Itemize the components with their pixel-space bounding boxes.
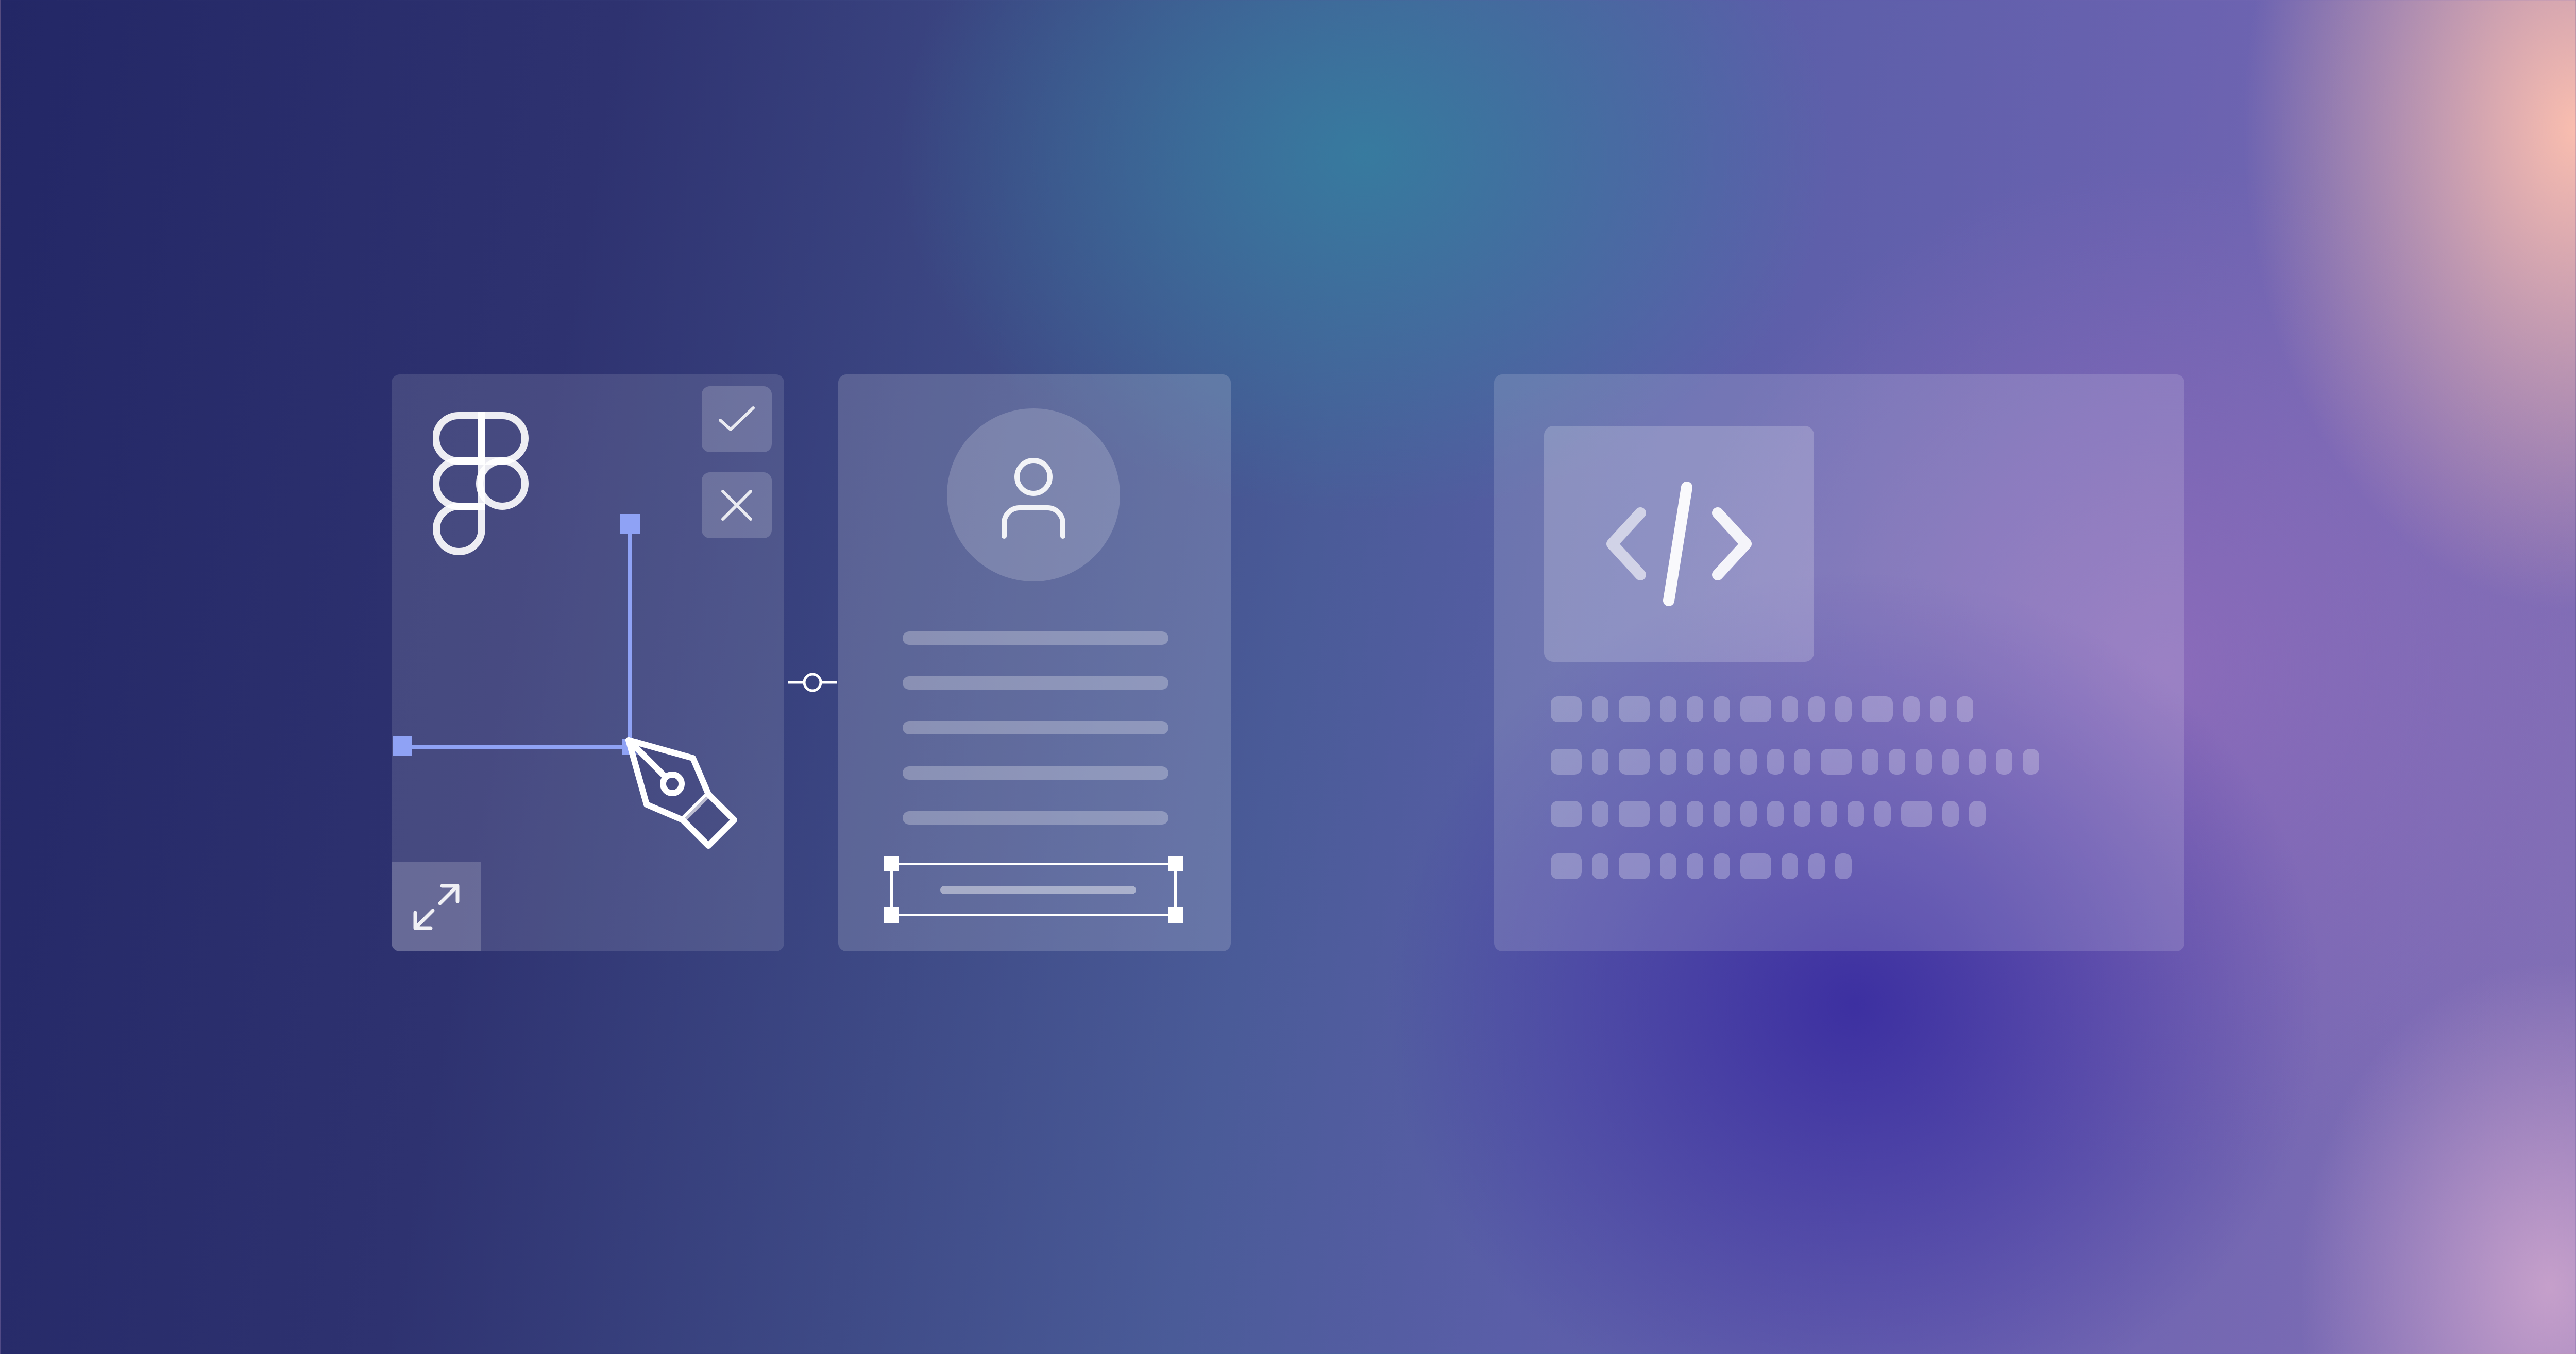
top-anchor-handle[interactable] (620, 514, 640, 534)
code-token (2023, 749, 2039, 775)
code-token (1821, 801, 1837, 827)
code-token (1794, 749, 1810, 775)
code-token (1916, 749, 1932, 775)
vertical-handle-line (628, 524, 632, 745)
avatar (947, 408, 1120, 581)
code-token (1714, 749, 1730, 775)
code-token (1782, 853, 1798, 879)
code-token (1808, 853, 1825, 879)
code-token (1930, 696, 1946, 722)
code-token (1619, 853, 1650, 879)
code-token (1740, 749, 1757, 775)
code-token (1808, 696, 1825, 722)
text-line (903, 676, 1168, 690)
code-tile (1544, 426, 1814, 662)
left-anchor-handle[interactable] (393, 736, 412, 756)
code-token (1619, 801, 1650, 827)
code-token (1551, 853, 1582, 879)
selection-handle[interactable] (1168, 856, 1183, 871)
code-token (1714, 853, 1730, 879)
code-token (1619, 696, 1650, 722)
text-line (903, 631, 1168, 645)
code-token (1996, 749, 2012, 775)
user-icon (1002, 458, 1065, 539)
expand-button[interactable] (392, 862, 481, 951)
profile-panel (838, 374, 1231, 951)
code-token (1767, 749, 1784, 775)
code-token (1740, 801, 1757, 827)
button-label-placeholder (940, 886, 1136, 894)
code-token (1619, 749, 1650, 775)
code-token (1592, 696, 1608, 722)
code-token (1687, 749, 1703, 775)
text-line (903, 766, 1168, 780)
code-token (1903, 696, 1920, 722)
code-token (1660, 801, 1676, 827)
expand-icon (413, 884, 459, 930)
check-icon (719, 406, 755, 431)
code-token (1969, 801, 1986, 827)
design-panel (392, 374, 784, 951)
code-token (1714, 696, 1730, 722)
code-token (1835, 853, 1852, 879)
code-token (1767, 801, 1784, 827)
code-token (1889, 749, 1905, 775)
code-token (1592, 853, 1608, 879)
code-token (1794, 801, 1810, 827)
code-token (1835, 696, 1852, 722)
selected-button-frame[interactable] (890, 863, 1177, 916)
code-token (1821, 749, 1852, 775)
cancel-button[interactable] (702, 472, 772, 538)
text-line (903, 811, 1168, 825)
code-token (1942, 801, 1959, 827)
code-token (1551, 696, 1582, 722)
figma-logo (433, 412, 529, 555)
selection-handle[interactable] (1168, 907, 1183, 923)
close-icon (721, 490, 752, 521)
code-token (1901, 801, 1932, 827)
code-token (1551, 749, 1582, 775)
selection-handle[interactable] (884, 907, 899, 923)
code-token (1942, 749, 1959, 775)
code-token (1551, 801, 1582, 827)
code-token (1862, 749, 1878, 775)
code-token (1740, 696, 1771, 722)
code-token (1592, 749, 1608, 775)
code-token (1660, 749, 1676, 775)
code-token (1687, 801, 1703, 827)
code-token (1660, 853, 1676, 879)
connector-node (788, 673, 837, 692)
code-brackets-icon (1606, 482, 1752, 606)
code-token (1848, 801, 1864, 827)
text-line (903, 721, 1168, 734)
code-token (1740, 853, 1771, 879)
horizontal-handle-line (402, 745, 631, 749)
code-token (1687, 853, 1703, 879)
code-token (1592, 801, 1608, 827)
code-token (1957, 696, 1973, 722)
code-token (1782, 696, 1798, 722)
code-panel (1494, 374, 2184, 951)
pen-tool-icon (625, 737, 737, 849)
code-token (1660, 696, 1676, 722)
code-token (1687, 696, 1703, 722)
code-token (1874, 801, 1891, 827)
code-token (1969, 749, 1986, 775)
selection-handle[interactable] (884, 856, 899, 871)
confirm-button[interactable] (702, 386, 772, 452)
code-token (1862, 696, 1893, 722)
code-token (1714, 801, 1730, 827)
